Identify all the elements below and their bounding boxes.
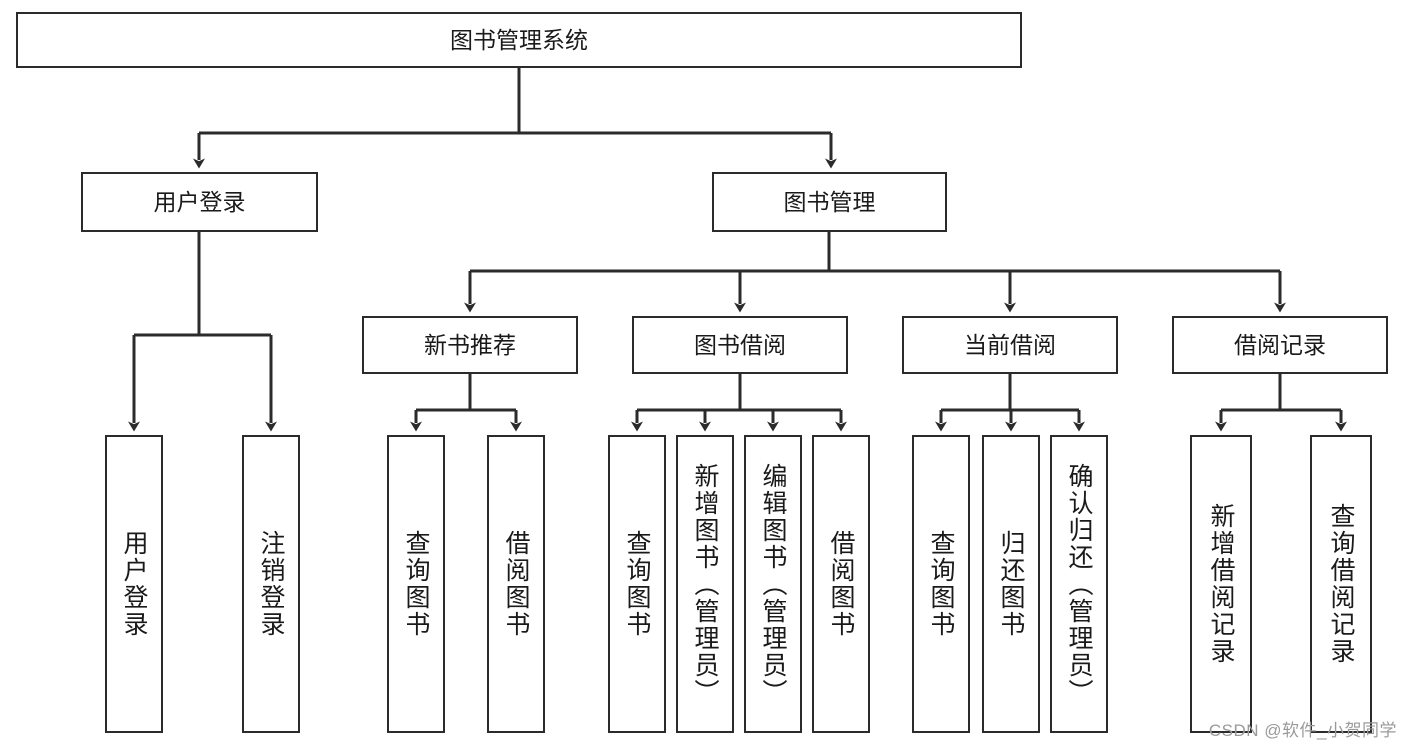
node-leaf-borrow-book-2-label: 借阅图书	[827, 530, 855, 638]
node-leaf-return-book[interactable]: 归还图书	[982, 435, 1040, 733]
node-leaf-confirm-return-label: 确认归还（管理员）	[1065, 462, 1093, 706]
node-new-book-recommend-label: 新书推荐	[424, 331, 516, 358]
node-borrow-record-label: 借阅记录	[1234, 331, 1326, 358]
node-leaf-user-login[interactable]: 用户登录	[105, 435, 163, 733]
node-user-login-label: 用户登录	[153, 188, 246, 215]
node-leaf-query-record[interactable]: 查询借阅记录	[1310, 435, 1372, 733]
node-leaf-confirm-return[interactable]: 确认归还（管理员）	[1050, 435, 1108, 733]
node-new-book-recommend[interactable]: 新书推荐	[362, 316, 578, 374]
node-borrow-record[interactable]: 借阅记录	[1172, 316, 1388, 374]
node-root-label: 图书管理系统	[450, 26, 588, 53]
node-leaf-add-book[interactable]: 新增图书（管理员）	[676, 435, 734, 733]
node-user-login[interactable]: 用户登录	[81, 172, 318, 232]
node-leaf-query-book-1[interactable]: 查询图书	[387, 435, 445, 733]
node-leaf-edit-book-label: 编辑图书（管理员）	[759, 462, 787, 706]
node-leaf-query-book-1-label: 查询图书	[402, 530, 430, 638]
node-current-borrow[interactable]: 当前借阅	[902, 316, 1118, 374]
node-leaf-query-book-3[interactable]: 查询图书	[912, 435, 970, 733]
node-leaf-add-record-label: 新增借阅记录	[1207, 503, 1235, 665]
watermark: CSDN @软件_小贺同学	[1208, 721, 1397, 740]
node-leaf-user-login-label: 用户登录	[120, 530, 148, 638]
node-leaf-query-book-2[interactable]: 查询图书	[608, 435, 666, 733]
node-leaf-add-record[interactable]: 新增借阅记录	[1190, 435, 1252, 733]
node-leaf-user-logout[interactable]: 注销登录	[242, 435, 300, 733]
node-leaf-borrow-book-1[interactable]: 借阅图书	[487, 435, 545, 733]
node-leaf-query-book-3-label: 查询图书	[927, 530, 955, 638]
node-leaf-borrow-book-2[interactable]: 借阅图书	[812, 435, 870, 733]
node-leaf-query-book-2-label: 查询图书	[623, 530, 651, 638]
node-book-borrow-label: 图书借阅	[694, 331, 786, 358]
node-book-manage-label: 图书管理	[783, 188, 876, 215]
node-book-borrow[interactable]: 图书借阅	[632, 316, 848, 374]
node-leaf-borrow-book-1-label: 借阅图书	[502, 530, 530, 638]
node-leaf-return-book-label: 归还图书	[997, 530, 1025, 638]
node-current-borrow-label: 当前借阅	[964, 331, 1056, 358]
node-leaf-edit-book[interactable]: 编辑图书（管理员）	[744, 435, 802, 733]
node-leaf-add-book-label: 新增图书（管理员）	[691, 462, 719, 706]
node-book-manage[interactable]: 图书管理	[712, 172, 947, 232]
node-root[interactable]: 图书管理系统	[16, 12, 1022, 68]
node-leaf-user-logout-label: 注销登录	[257, 530, 285, 638]
node-leaf-query-record-label: 查询借阅记录	[1327, 503, 1355, 665]
